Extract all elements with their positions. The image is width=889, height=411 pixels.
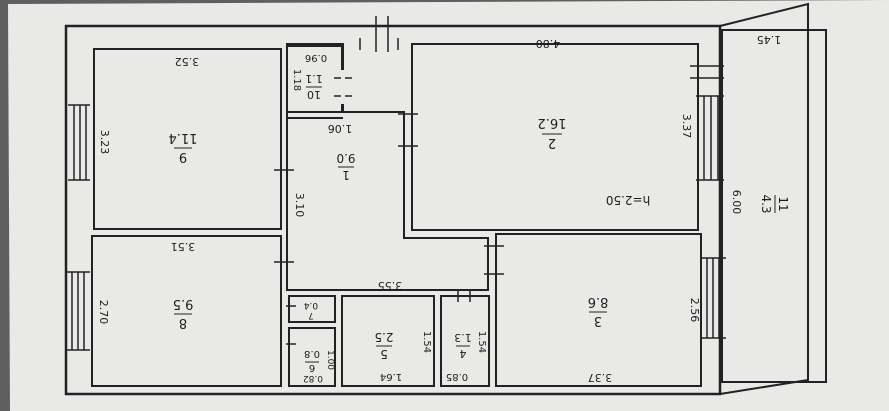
room-4-number: 4 — [460, 347, 467, 360]
room-8-number: 8 — [179, 315, 187, 330]
dim-r8-width: 3.51 — [171, 240, 196, 253]
room-11-outline — [721, 29, 827, 383]
room-5-number: 5 — [380, 347, 388, 361]
dim-r6-width: 0.82 — [303, 373, 323, 383]
room-2-height-note: h=2.50 — [606, 193, 650, 207]
dim-r5-height: 1.54 — [421, 331, 432, 353]
room-3-area: 8.6 — [588, 294, 609, 309]
room-7-outline — [288, 295, 336, 323]
dim-r1-bottom: 3.55 — [378, 279, 403, 292]
dim-r4-height: 1.54 — [476, 331, 487, 353]
dim-r11-width: 1.45 — [757, 33, 782, 46]
dim-r8-height: 2.70 — [97, 300, 110, 325]
dim-r10-width: 0.96 — [305, 52, 327, 63]
room-2-number: 2 — [548, 135, 556, 150]
room-2-area: 16.2 — [538, 115, 567, 130]
room-5-area: 2.5 — [374, 330, 393, 344]
balcony-outline — [719, 2, 809, 395]
dim-r6-height: 1.00 — [325, 350, 335, 370]
room-4-outline — [440, 295, 490, 387]
entrance-door — [359, 16, 399, 52]
dim-r10-height: 1.18 — [291, 69, 302, 91]
room-7-area: 0.4 — [304, 300, 319, 310]
door-marks — [274, 65, 724, 345]
room-1-number: 1 — [342, 168, 350, 182]
dim-r2-width: 4.80 — [536, 37, 561, 50]
room-10-number: 10 — [307, 88, 321, 101]
window-left-bottom — [66, 271, 90, 351]
room-1-outline — [286, 43, 489, 291]
window-right-bottom — [700, 257, 726, 339]
room-2-outline — [411, 43, 699, 231]
room-9-area: 11.4 — [169, 130, 198, 145]
room-6-area: 0.8 — [304, 348, 320, 359]
dim-r11-height: 6.00 — [730, 190, 743, 215]
dim-r9-height: 3.23 — [98, 130, 111, 155]
room-8-outline — [91, 235, 282, 387]
dim-r3-width: 3.37 — [588, 371, 613, 384]
room-6-number: 6 — [309, 362, 315, 373]
dim-r3-height: 2.56 — [688, 298, 701, 323]
room-5-outline — [341, 295, 435, 387]
dim-r9-width: 3.52 — [175, 55, 200, 68]
dim-r1-height: 3.10 — [293, 193, 306, 218]
window-right-top — [696, 95, 724, 181]
room-9-outline — [93, 48, 282, 230]
room-7-number: 7 — [308, 310, 314, 320]
room-11-area: 4.3 — [759, 194, 773, 213]
room-6-outline — [288, 327, 336, 387]
room-3-outline — [495, 233, 702, 387]
outer-wall — [64, 24, 722, 396]
dim-r4-width: 0.85 — [446, 371, 468, 382]
room-10-area: 1.1 — [305, 72, 323, 85]
room-11-number: 11 — [776, 196, 790, 211]
dim-r1-width: 1.06 — [328, 122, 353, 135]
dim-r5-width: 1.64 — [380, 371, 402, 382]
room-3-number: 3 — [594, 313, 602, 328]
window-left-top — [68, 104, 90, 181]
room-8-area: 9.5 — [173, 296, 194, 311]
room-9-number: 9 — [179, 149, 187, 164]
room-1-area: 9.0 — [336, 151, 355, 165]
dim-r2-height: 3.37 — [680, 114, 693, 139]
paper-sheet — [8, 0, 889, 411]
room-4-area: 1.3 — [454, 331, 472, 344]
